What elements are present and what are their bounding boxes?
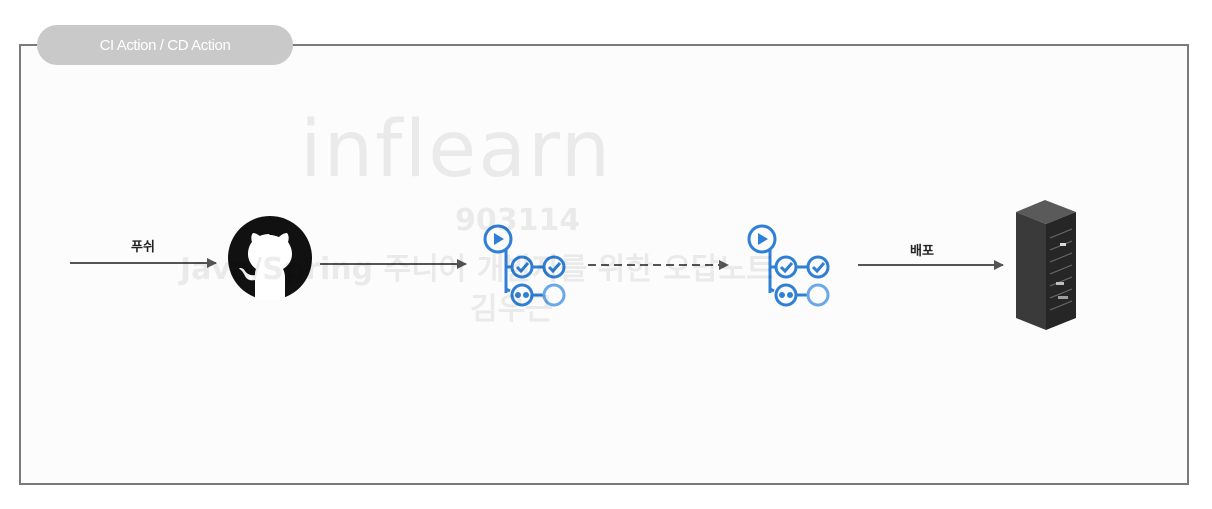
server-icon xyxy=(1016,200,1076,330)
deploy-label: 배포 xyxy=(910,244,934,259)
section-tab-label: CI Action / CD Action xyxy=(99,36,231,54)
push-label: 푸쉬 xyxy=(131,240,155,255)
cd-action-icon xyxy=(747,224,830,307)
github-icon xyxy=(228,216,312,300)
section-tab: CI Action / CD Action xyxy=(37,25,293,65)
ci-action-icon xyxy=(483,224,566,307)
